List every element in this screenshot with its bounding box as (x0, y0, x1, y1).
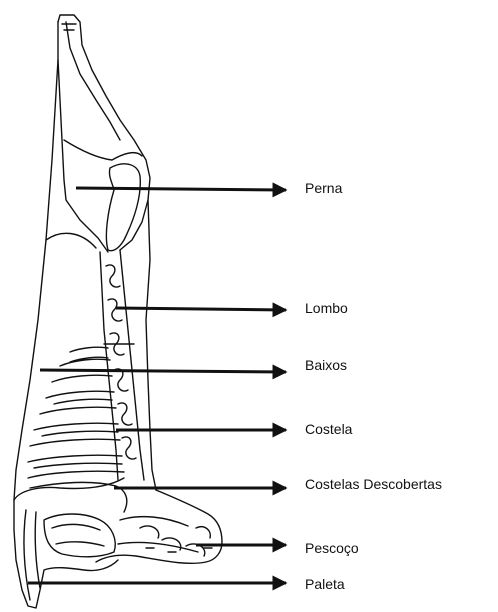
label-perna: Perna (305, 180, 342, 196)
label-paleta: Paleta (305, 576, 345, 592)
round-outline (58, 22, 108, 252)
arrow-perna (76, 188, 286, 190)
arrow-lombo (116, 308, 286, 310)
carcass-outline (14, 15, 222, 608)
brisket-outline (30, 482, 127, 512)
label-lombo: Lombo (305, 300, 348, 316)
shank-inner-line (66, 22, 120, 140)
label-baixos: Baixos (305, 357, 347, 373)
round-inner-curve (64, 140, 142, 160)
shank-tip (62, 24, 76, 30)
arrow-baixos (40, 370, 286, 372)
scapula (44, 514, 115, 557)
label-pescoco: Pescoço (305, 540, 359, 556)
label-costela: Costela (305, 421, 352, 437)
spine-left (100, 252, 118, 480)
label-costelas-descobertas: Costelas Descobertas (305, 476, 442, 492)
hind-shank-outline (58, 15, 150, 250)
plate-outline (14, 478, 124, 500)
spine-right (120, 250, 144, 480)
femur-outline (106, 164, 140, 251)
foreshank (24, 510, 40, 600)
shoulder-outline (14, 500, 118, 608)
neck-spots (146, 548, 212, 552)
ribs (28, 347, 124, 478)
shoulder-inner (52, 524, 104, 546)
flank-curve (46, 233, 96, 248)
body-right-edge (146, 200, 156, 490)
